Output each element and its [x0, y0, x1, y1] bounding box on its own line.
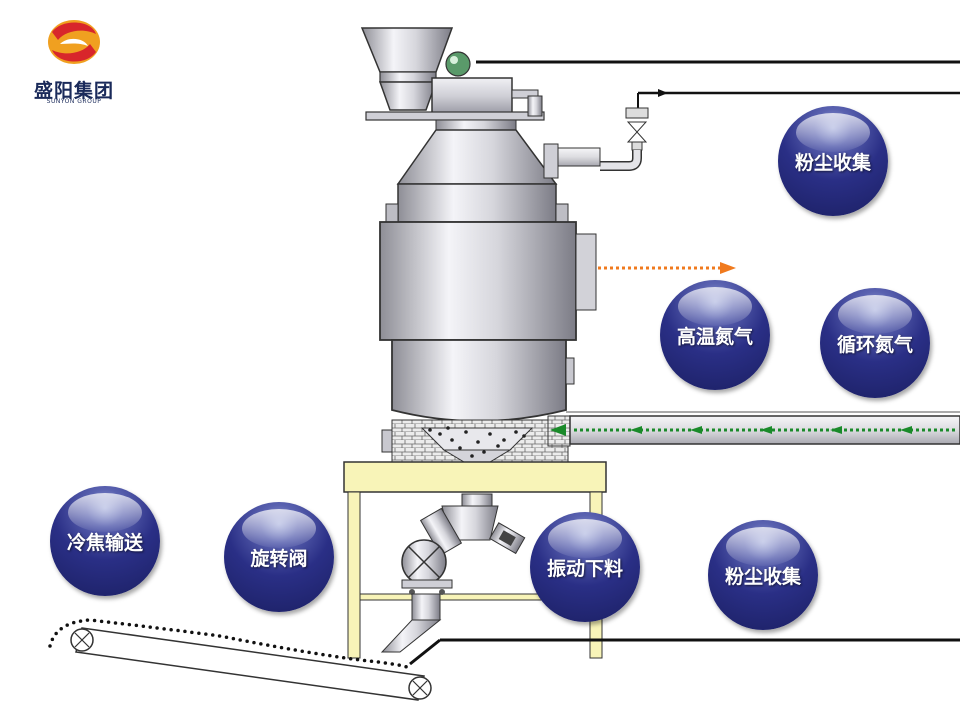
- circulating-nitrogen-pipe: [547, 415, 960, 447]
- label-coke-conveying: 冷焦输送: [50, 486, 160, 596]
- feed-hopper: [360, 27, 545, 121]
- coke-cooling-column: [379, 119, 597, 463]
- company-logo: 盛阳集团 SUNYON GROUP: [14, 14, 134, 105]
- rotary-valve-assembly: [380, 493, 960, 666]
- label-dust-collection-bottom: 粉尘收集: [708, 520, 818, 630]
- label-rotary-valve: 旋转阀: [224, 502, 334, 612]
- conveyor-belt: [48, 618, 432, 701]
- label-dust-collection-top: 粉尘收集: [778, 106, 888, 216]
- top-pipelines: [476, 60, 960, 413]
- nitrogen-valve: [551, 107, 649, 171]
- logo-subtitle: SUNYON GROUP: [46, 98, 102, 105]
- hot-nitrogen-flow: [598, 262, 736, 274]
- label-vibrating-feed: 振动下料: [530, 512, 640, 622]
- logo-name: 盛阳集团: [33, 80, 114, 102]
- logo-emblem: [48, 20, 100, 64]
- label-hot-nitrogen: 高温氮气: [660, 280, 770, 390]
- label-circulating-nitrogen: 循环氮气: [820, 288, 930, 398]
